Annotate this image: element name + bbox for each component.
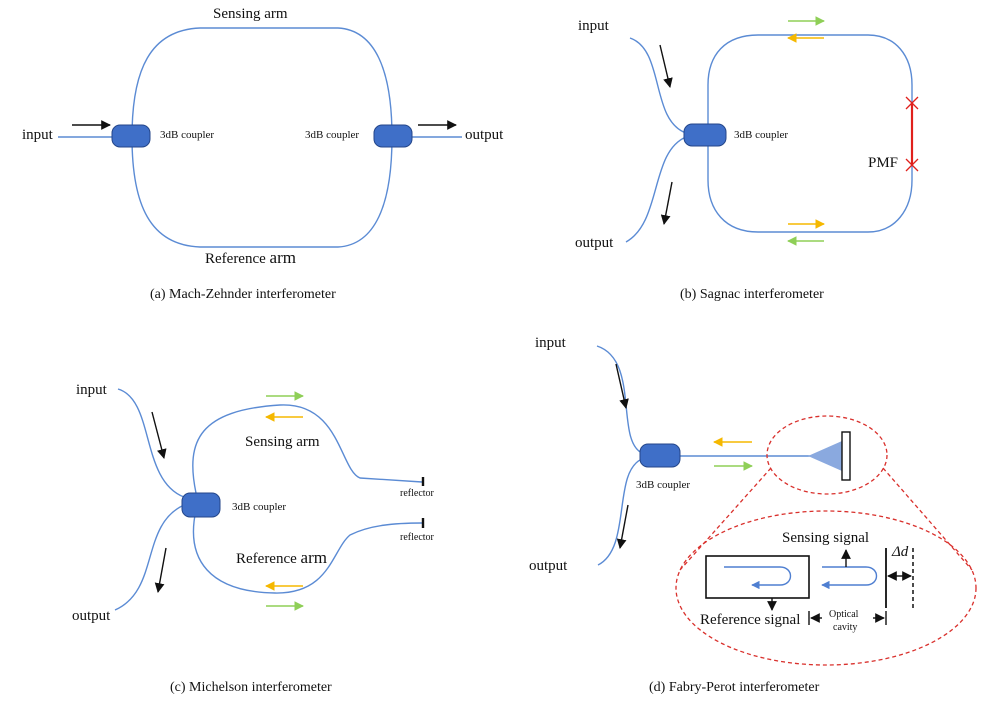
fp-coupler: [639, 443, 681, 468]
michelson-reference-arm-label: Reference arm: [236, 548, 327, 567]
fp-reference-reflection: [724, 566, 792, 590]
fp-zoom-line-left: [679, 467, 772, 571]
michelson-reflector-top-label: reflector: [400, 488, 435, 499]
sagnac-coupler-label: 3dB coupler: [734, 129, 788, 141]
panel-d-fabry-perot: input output 3dB coupler Sensing signal …: [529, 335, 977, 695]
fp-sensing-reflection: [821, 566, 878, 590]
sagnac-output-label: output: [575, 235, 614, 251]
mz-output-label: output: [465, 127, 504, 143]
sagnac-input-fiber: [629, 37, 687, 134]
fp-input-fiber: [596, 345, 643, 454]
fp-input-arrow: [615, 363, 629, 409]
michelson-reflector-bottom-label: reflector: [400, 532, 435, 543]
michelson-output-label: output: [72, 608, 111, 624]
michelson-output-fiber: [114, 504, 185, 611]
michelson-caption: (c) Michelson interferometer: [170, 680, 332, 695]
michelson-sensing-arm-fiber: [192, 404, 423, 494]
mz-right-coupler-label: 3dB coupler: [305, 129, 359, 141]
fp-mirror: [841, 431, 851, 481]
fp-delta-d-label: Δd: [891, 544, 909, 560]
mz-input-label: input: [22, 127, 54, 143]
mz-left-coupler: [111, 124, 151, 148]
sagnac-loop-fiber: [707, 34, 913, 233]
michelson-input-fiber: [117, 388, 185, 498]
sagnac-input-label: input: [578, 18, 610, 34]
fp-coupler-label: 3dB coupler: [636, 479, 690, 491]
panel-a-mach-zehnder: Sensing arm Reference arm input output 3…: [22, 6, 504, 302]
fp-sensing-signal-label: Sensing signal: [782, 530, 869, 546]
sagnac-splice-bottom: [905, 158, 919, 172]
fp-output-label: output: [529, 558, 568, 574]
fp-optical-label: Optical: [829, 609, 859, 620]
fp-zoom-circle: [766, 415, 888, 495]
sagnac-coupler: [683, 123, 727, 147]
mz-caption: (a) Mach-Zehnder interferometer: [150, 287, 336, 302]
sagnac-caption: (b) Sagnac interferometer: [680, 287, 824, 302]
fp-zoom-ellipse: [675, 510, 977, 666]
fp-cavity-label: cavity: [833, 622, 857, 633]
sagnac-splice-top: [905, 96, 919, 110]
mz-left-coupler-label: 3dB coupler: [160, 129, 214, 141]
michelson-coupler-label: 3dB coupler: [232, 501, 286, 513]
fp-input-label: input: [535, 335, 567, 351]
sagnac-output-arrow: [660, 181, 673, 225]
fp-cavity-block: [705, 555, 810, 599]
michelson-input-label: input: [76, 382, 108, 398]
michelson-output-arrow: [154, 547, 167, 593]
fp-caption: (d) Fabry-Perot interferometer: [649, 680, 820, 695]
sagnac-input-arrow: [659, 44, 673, 88]
mz-reference-arm-fiber: [131, 136, 393, 248]
fp-light-cone: [808, 441, 842, 471]
panel-b-sagnac: input output 3dB coupler PMF (b) Sagnac …: [575, 16, 919, 302]
mz-sensing-arm-fiber: [131, 27, 393, 138]
mz-reference-arm-label: Reference arm: [205, 248, 296, 267]
fp-output-fiber: [597, 458, 643, 566]
panel-c-michelson: input output 3dB coupler Sensing arm Ref…: [72, 382, 435, 695]
fp-output-arrow: [616, 504, 629, 549]
sagnac-output-fiber: [625, 136, 687, 243]
michelson-reference-arm-fiber: [192, 509, 423, 594]
michelson-input-arrow: [151, 411, 167, 459]
mz-right-coupler: [373, 124, 413, 148]
fp-zoom-line-right: [882, 467, 973, 571]
michelson-sensing-arm-label: Sensing arm: [245, 434, 320, 450]
mz-sensing-arm-label: Sensing arm: [213, 6, 288, 22]
fp-reference-signal-label: Reference signal: [700, 612, 800, 628]
sagnac-pmf-label: PMF: [868, 155, 898, 171]
michelson-coupler: [181, 492, 221, 518]
